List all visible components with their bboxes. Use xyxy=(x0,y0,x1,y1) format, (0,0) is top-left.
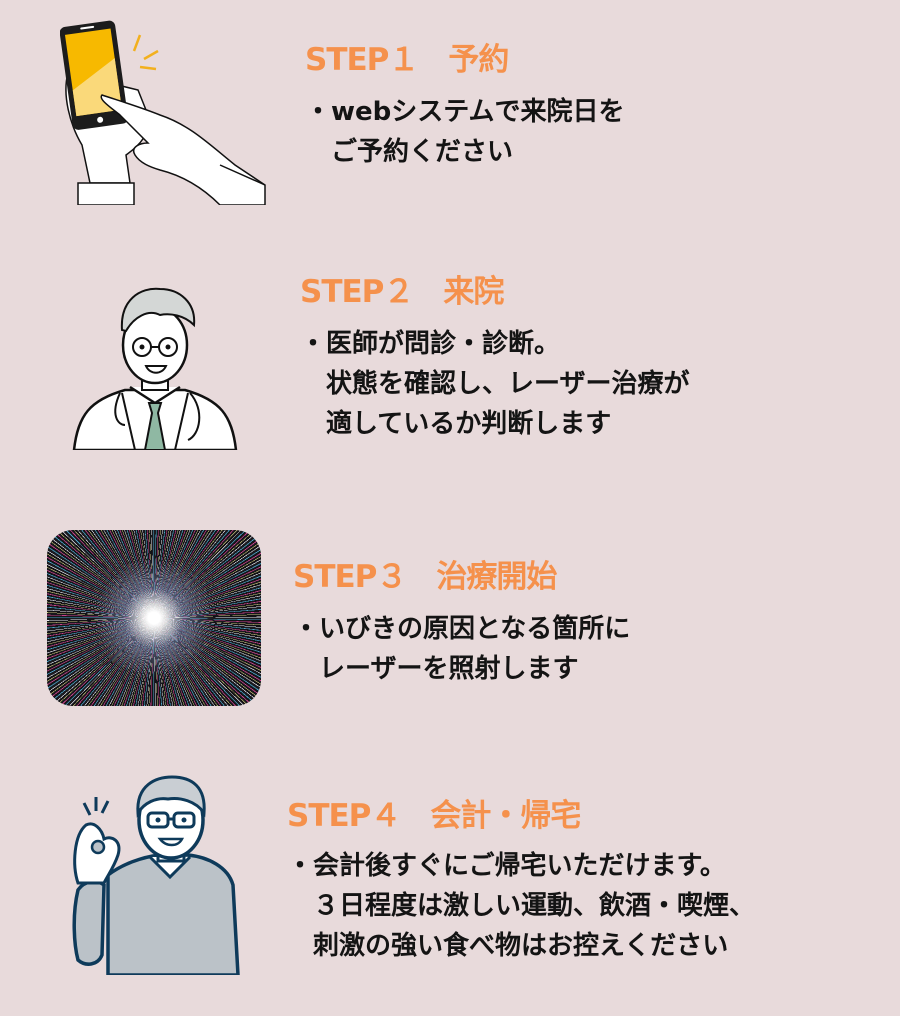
step-3-text: STEP３ 治療開始 ・いびきの原因となる箇所に レーザーを照射します xyxy=(293,557,630,689)
step-4-line-3: 刺激の強い食べ物はお控えください xyxy=(287,931,729,961)
laser-light-burst-image xyxy=(47,530,261,706)
step-3-line-2: レーザーを照射します xyxy=(293,654,579,684)
step-1-description: ・webシステムで来院日を ご予約ください xyxy=(305,92,625,172)
step-4-line-2: ３日程度は激しい運動、飲酒・喫煙、 xyxy=(287,891,756,921)
doctor-illustration xyxy=(70,275,240,452)
step-3-treatment: STEP３ 治療開始 ・いびきの原因となる箇所に レーザーを照射します xyxy=(0,520,900,720)
step-1-line-2: ご予約ください xyxy=(305,137,514,167)
step-2-title: STEP２ 来院 xyxy=(300,274,504,310)
doctor-icon xyxy=(72,287,238,452)
step-4-line-1: ・会計後すぐにご帰宅いただけます。 xyxy=(287,851,726,881)
step-2-description: ・医師が問診・診断。 状態を確認し、レーザー治療が 適しているか判断します xyxy=(300,324,689,444)
hand-holding-smartphone-illustration xyxy=(59,15,270,206)
step-1-line-1: ・webシステムで来院日を xyxy=(305,97,625,127)
man-ok-gesture-illustration xyxy=(68,775,248,977)
step-3-line-1: ・いびきの原因となる箇所に xyxy=(293,614,631,644)
step-4-description: ・会計後すぐにご帰宅いただけます。 ３日程度は激しい運動、飲酒・喫煙、 刺激の強… xyxy=(287,846,755,966)
smartphone-icon xyxy=(59,20,266,206)
step-4-payment-return-home: STEP４ 会計・帰宅 ・会計後すぐにご帰宅いただけます。 ３日程度は激しい運動… xyxy=(0,760,900,1016)
step-2-line-1: ・医師が問診・診断。 xyxy=(300,329,561,359)
step-4-text: STEP４ 会計・帰宅 ・会計後すぐにご帰宅いただけます。 ３日程度は激しい運動… xyxy=(287,796,755,966)
step-3-description: ・いびきの原因となる箇所に レーザーを照射します xyxy=(293,609,630,689)
step-1-text: STEP１ 予約 ・webシステムで来院日を ご予約ください xyxy=(305,40,625,172)
ok-gesture-man-icon xyxy=(72,775,240,977)
step-3-title: STEP３ 治療開始 xyxy=(293,559,557,595)
step-1-title: STEP１ 予約 xyxy=(305,42,509,78)
step-2-line-2: 状態を確認し、レーザー治療が xyxy=(300,369,690,399)
step-1-reservation: STEP１ 予約 ・webシステムで来院日を ご予約ください xyxy=(0,0,900,230)
step-4-title: STEP４ 会計・帰宅 xyxy=(287,798,581,834)
step-2-line-3: 適しているか判断します xyxy=(300,409,612,439)
step-2-visit: STEP２ 来院 ・医師が問診・診断。 状態を確認し、レーザー治療が 適している… xyxy=(0,250,900,480)
step-2-text: STEP２ 来院 ・医師が問診・診断。 状態を確認し、レーザー治療が 適している… xyxy=(300,272,689,444)
